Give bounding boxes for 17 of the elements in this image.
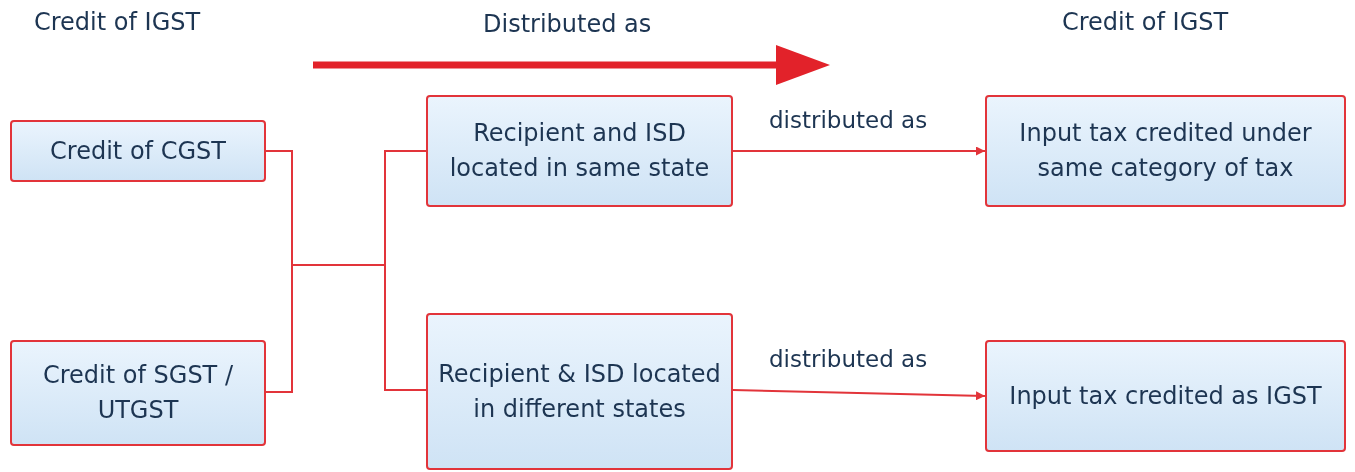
arrow [732,389,986,401]
process-box [10,340,266,446]
process-box [426,95,733,207]
box-text: Input tax credited as IGST [1009,380,1322,412]
process-box [985,340,1346,452]
header-label: Credit of IGST [1062,8,1229,36]
box-text: Credit of SGST / UTGST [42,360,234,426]
arrow [732,146,986,156]
header-label: Credit of IGST [34,8,201,36]
box-text: Input tax credited under same category of tax [1018,118,1313,184]
box-text: Recipient & ISD located in different states [437,358,722,425]
header-label: Distributed as [483,10,652,38]
box-text: Credit of CGST [50,135,226,167]
process-box [10,120,266,182]
process-box [985,95,1346,207]
box-text: Recipient and ISD located in same state [448,118,711,184]
process-box [426,313,733,470]
